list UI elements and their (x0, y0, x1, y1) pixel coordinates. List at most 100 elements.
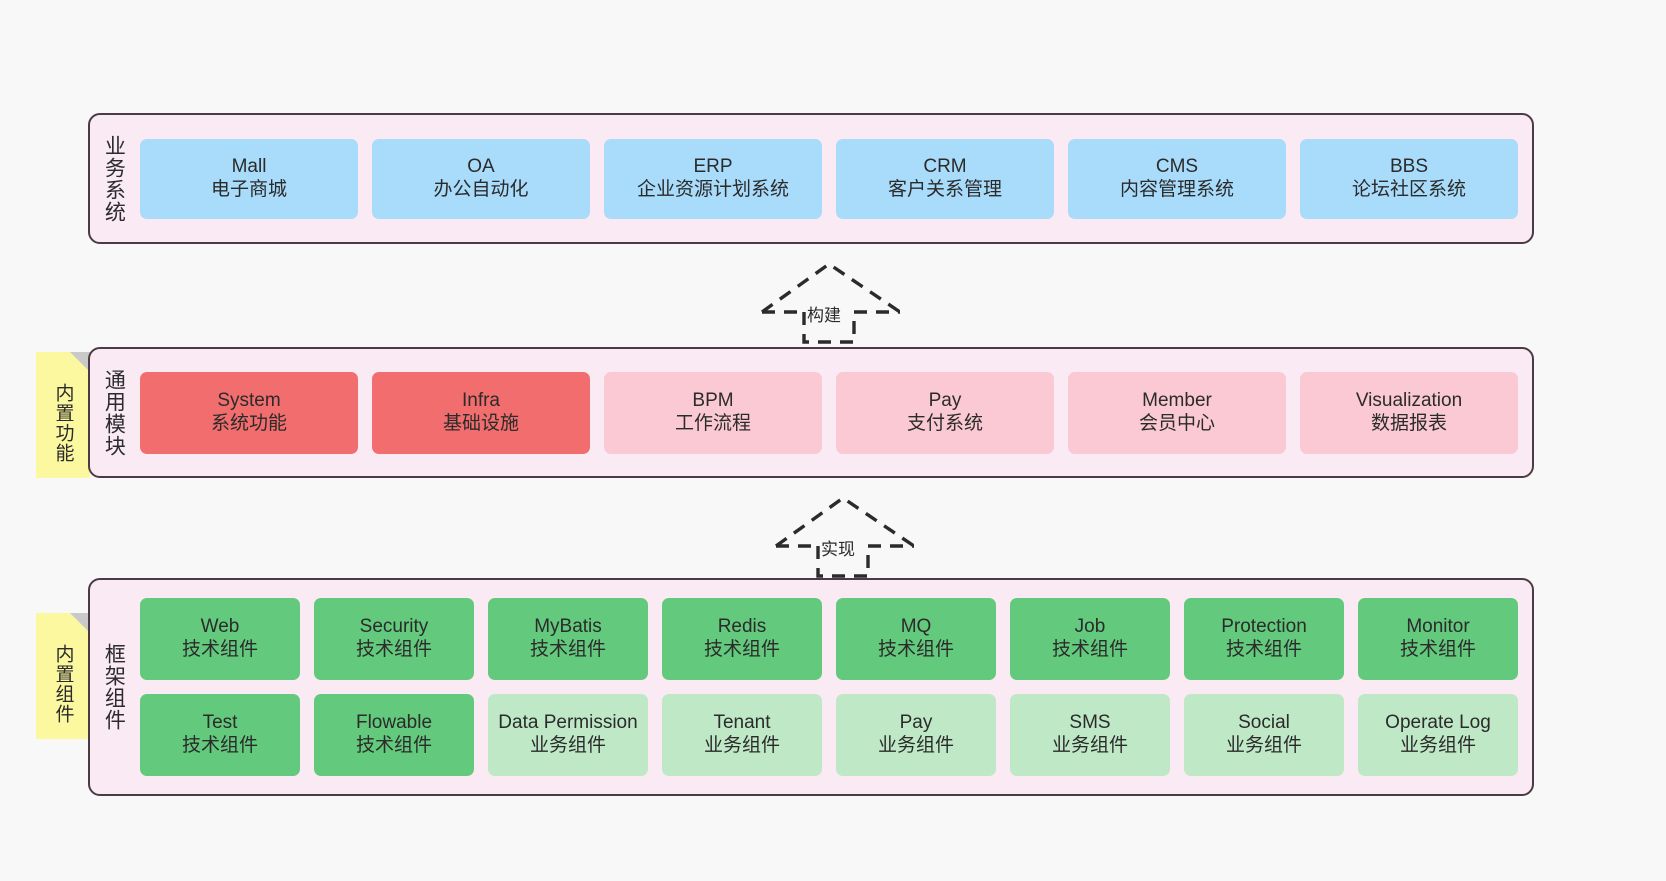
card-title: Redis (717, 616, 767, 638)
card-subtitle: 企业资源计划系统 (636, 178, 789, 200)
card-subtitle: 业务组件 (1399, 735, 1476, 756)
card-title: Monitor (1406, 616, 1470, 638)
card-subtitle: 业务组件 (703, 735, 780, 756)
card-title: Member (1142, 389, 1212, 411)
card-title: OA (467, 155, 495, 177)
framework-row-technical: Web 技术组件 Security 技术组件 MyBatis 技术组件 Redi… (140, 598, 1518, 680)
arrow-build-label: 构建 (807, 306, 841, 325)
card-test[interactable]: Test 技术组件 (140, 694, 300, 776)
arrow-build: 构建 (758, 260, 904, 344)
card-subtitle: 技术组件 (703, 639, 780, 660)
card-tenant[interactable]: Tenant 业务组件 (662, 694, 822, 776)
card-subtitle: 基础设施 (442, 412, 519, 434)
card-title: Tenant (713, 712, 771, 734)
band-common-modules: 通用模块 System 系统功能 Infra 基础设施 BPM 工作流程 Pay… (88, 347, 1534, 478)
band-label-business-systems: 业务系统 (102, 134, 126, 223)
card-title: Infra (461, 389, 501, 411)
card-bbs[interactable]: BBS 论坛社区系统 (1300, 138, 1518, 219)
framework-row-business: Test 技术组件 Flowable 技术组件 Data Permission … (140, 694, 1518, 776)
sticky-note-label: 内置组件 (52, 644, 74, 724)
card-mq[interactable]: MQ 技术组件 (836, 598, 996, 680)
card-title: BBS (1389, 155, 1429, 177)
card-subtitle: 技术组件 (355, 639, 432, 660)
card-subtitle: 业务组件 (1051, 735, 1128, 756)
card-subtitle: 论坛社区系统 (1351, 178, 1466, 200)
card-cms[interactable]: CMS 内容管理系统 (1068, 138, 1286, 219)
card-subtitle: 内容管理系统 (1119, 178, 1234, 200)
card-subtitle: 支付系统 (906, 412, 983, 434)
card-subtitle: 会员中心 (1138, 412, 1215, 434)
card-title: Mall (231, 155, 267, 177)
card-security[interactable]: Security 技术组件 (314, 598, 474, 680)
card-mybatis[interactable]: MyBatis 技术组件 (488, 598, 648, 680)
card-subtitle: 数据报表 (1370, 412, 1447, 434)
note-fold-corner-icon (70, 352, 90, 372)
card-title: Pay (899, 712, 933, 734)
band-label-framework-components: 框架组件 (102, 643, 126, 731)
card-subtitle: 技术组件 (1225, 639, 1302, 660)
card-pay-business[interactable]: Pay 业务组件 (836, 694, 996, 776)
card-monitor[interactable]: Monitor 技术组件 (1358, 598, 1518, 680)
card-subtitle: 电子商城 (210, 178, 287, 200)
sticky-note-label: 内置功能 (52, 383, 74, 463)
card-subtitle: 技术组件 (1051, 639, 1128, 660)
card-subtitle: 客户关系管理 (887, 178, 1002, 200)
card-title: SMS (1069, 712, 1111, 734)
card-subtitle: 工作流程 (674, 412, 751, 434)
card-data-permission[interactable]: Data Permission 业务组件 (488, 694, 648, 776)
card-title: MQ (900, 616, 932, 638)
card-web[interactable]: Web 技术组件 (140, 598, 300, 680)
band-cards-common-modules: System 系统功能 Infra 基础设施 BPM 工作流程 Pay 支付系统… (136, 349, 1532, 476)
card-subtitle: 办公自动化 (433, 178, 529, 200)
card-redis[interactable]: Redis 技术组件 (662, 598, 822, 680)
band-framework-components: 框架组件 Web 技术组件 Security 技术组件 MyBatis 技术组件… (88, 578, 1534, 796)
arrow-build-shape (761, 261, 901, 344)
card-subtitle: 技术组件 (355, 735, 432, 756)
card-subtitle: 技术组件 (529, 639, 606, 660)
band-cards-framework-components: Web 技术组件 Security 技术组件 MyBatis 技术组件 Redi… (136, 580, 1532, 794)
card-title: Flowable (355, 712, 433, 734)
card-member[interactable]: Member 会员中心 (1068, 371, 1286, 454)
card-title: BPM (692, 389, 734, 411)
card-operate-log[interactable]: Operate Log 业务组件 (1358, 694, 1518, 776)
card-bpm[interactable]: BPM 工作流程 (604, 371, 822, 454)
card-title: MyBatis (534, 616, 602, 638)
sticky-note-builtin-components: 内置组件 (36, 613, 90, 739)
card-pay[interactable]: Pay 支付系统 (836, 371, 1054, 454)
card-title: Pay (928, 389, 962, 411)
arrow-implement-shape (775, 495, 915, 578)
card-subtitle: 技术组件 (181, 639, 258, 660)
card-protection[interactable]: Protection 技术组件 (1184, 598, 1344, 680)
card-crm[interactable]: CRM 客户关系管理 (836, 138, 1054, 219)
card-title: Data Permission (498, 712, 638, 734)
card-subtitle: 系统功能 (210, 412, 287, 434)
sticky-note-builtin-functions: 内置功能 (36, 352, 90, 478)
card-sms[interactable]: SMS 业务组件 (1010, 694, 1170, 776)
card-subtitle: 技术组件 (877, 639, 954, 660)
arrow-implement-label: 实现 (821, 540, 855, 559)
card-mall[interactable]: Mall 电子商城 (140, 138, 358, 219)
card-title: Security (359, 616, 429, 638)
card-erp[interactable]: ERP 企业资源计划系统 (604, 138, 822, 219)
card-title: CRM (923, 155, 967, 177)
card-title: Web (200, 616, 240, 638)
card-job[interactable]: Job 技术组件 (1010, 598, 1170, 680)
card-title: Protection (1221, 616, 1307, 638)
card-system[interactable]: System 系统功能 (140, 371, 358, 454)
card-oa[interactable]: OA 办公自动化 (372, 138, 590, 219)
card-title: CMS (1155, 155, 1199, 177)
arrow-implement: 实现 (772, 494, 918, 578)
card-visualization[interactable]: Visualization 数据报表 (1300, 371, 1518, 454)
card-subtitle: 技术组件 (181, 735, 258, 756)
note-fold-corner-icon (70, 613, 90, 633)
card-title: Job (1074, 616, 1106, 638)
card-title: Visualization (1355, 389, 1463, 411)
card-social[interactable]: Social 业务组件 (1184, 694, 1344, 776)
card-title: Operate Log (1385, 712, 1491, 734)
card-subtitle: 技术组件 (1399, 639, 1476, 660)
card-subtitle: 业务组件 (877, 735, 954, 756)
card-flowable[interactable]: Flowable 技术组件 (314, 694, 474, 776)
band-label-common-modules: 通用模块 (102, 368, 126, 457)
card-infra[interactable]: Infra 基础设施 (372, 371, 590, 454)
card-title: Test (202, 712, 238, 734)
